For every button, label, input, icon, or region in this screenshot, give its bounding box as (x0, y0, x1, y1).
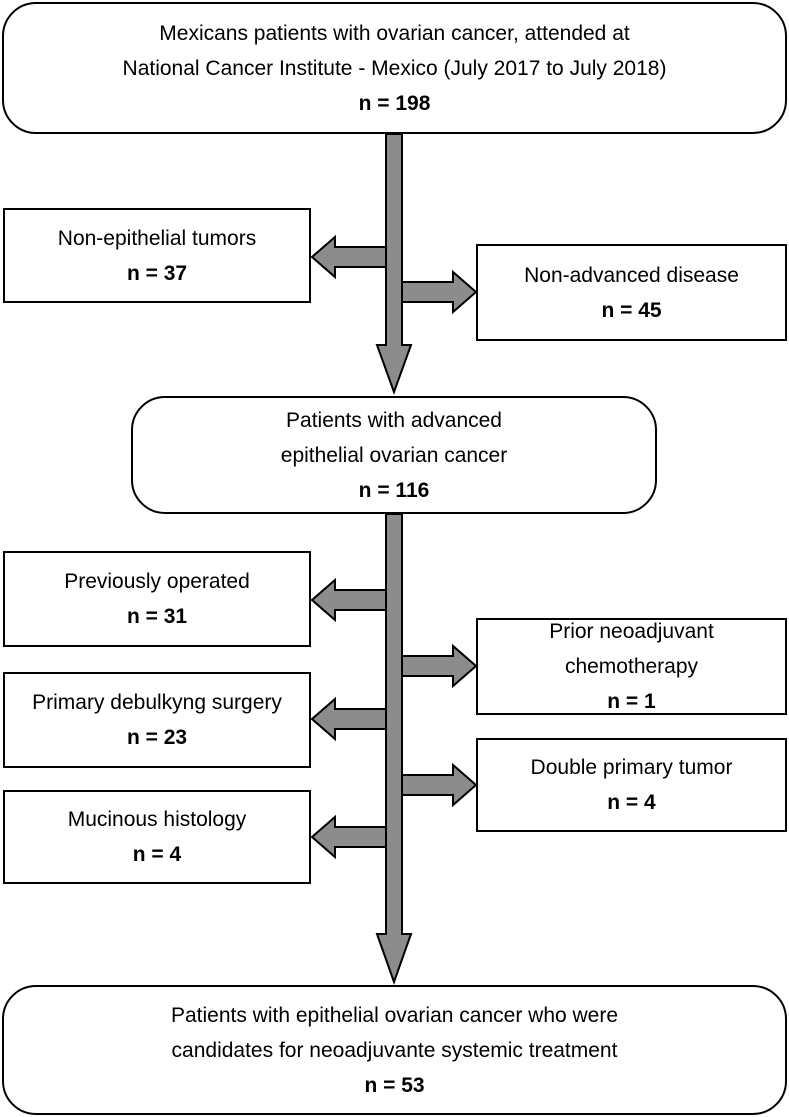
box-non-advanced-label: Non-advanced disease (524, 263, 739, 287)
box-all-patients-count: n = 198 (358, 91, 431, 115)
box-previously-operated: Previously operated n = 31 (3, 551, 311, 647)
box-candidates-count: n = 53 (364, 1073, 425, 1097)
box-prior-neoadjuvant-line-1: Prior neoadjuvant (549, 620, 714, 643)
box-previously-operated-count: n = 31 (126, 605, 188, 628)
box-prior-neoadjuvant-chemotherapy: Prior neoadjuvant chemotherapy n = 1 (476, 618, 787, 715)
box-primary-debulking-label: Primary debulkyng surgery (32, 691, 282, 714)
box-double-primary-count: n = 4 (607, 791, 656, 814)
branch-arrow-previously-operated (310, 577, 387, 623)
box-non-epithelial-count: n = 37 (126, 261, 188, 285)
box-prior-neoadjuvant-count: n = 1 (607, 690, 656, 713)
box-non-epithelial-label: Non-epithelial tumors (57, 226, 257, 250)
trunk-arrow-bottom (375, 513, 413, 985)
box-advanced-count: n = 116 (358, 478, 430, 502)
box-all-patients-line-2: National Cancer Institute - Mexico (July… (122, 56, 667, 80)
box-non-advanced-disease: Non-advanced disease n = 45 (476, 244, 787, 341)
box-double-primary-label: Double primary tumor (530, 756, 733, 779)
box-neoadjuvant-candidates: Patients with epithelial ovarian cancer … (2, 985, 787, 1115)
branch-arrow-mucinous (310, 814, 387, 860)
box-double-primary-tumor: Double primary tumor n = 4 (476, 738, 787, 832)
box-mucinous-label: Mucinous histology (67, 808, 247, 831)
box-mucinous-count: n = 4 (132, 843, 182, 866)
branch-arrow-non-epithelial (310, 234, 387, 280)
box-primary-debulking-count: n = 23 (126, 726, 188, 749)
box-all-patients: Mexicans patients with ovarian cancer, a… (2, 2, 787, 134)
branch-arrow-prior-neoadjuvant (401, 643, 478, 689)
box-all-patients-line-1: Mexicans patients with ovarian cancer, a… (159, 21, 630, 45)
branch-arrow-primary-debulking (310, 696, 387, 742)
branch-arrow-double-primary (401, 762, 478, 808)
box-candidates-line-1: Patients with epithelial ovarian cancer … (170, 1003, 619, 1027)
trunk-arrow-top (375, 133, 413, 395)
box-non-advanced-count: n = 45 (601, 298, 662, 322)
box-candidates-line-2: candidates for neoadjuvante systemic tre… (171, 1038, 618, 1062)
box-mucinous-histology: Mucinous histology n = 4 (3, 790, 311, 884)
branch-arrow-non-advanced (401, 269, 478, 315)
box-advanced-line-1: Patients with advanced (286, 408, 502, 432)
box-previously-operated-label: Previously operated (64, 570, 250, 593)
box-prior-neoadjuvant-line-2: chemotherapy (564, 655, 699, 678)
box-primary-debulking-surgery: Primary debulkyng surgery n = 23 (3, 672, 311, 768)
box-advanced-epithelial: Patients with advanced epithelial ovaria… (131, 396, 657, 514)
box-advanced-line-2: epithelial ovarian cancer (280, 443, 508, 467)
box-non-epithelial-tumors: Non-epithelial tumors n = 37 (3, 208, 311, 303)
